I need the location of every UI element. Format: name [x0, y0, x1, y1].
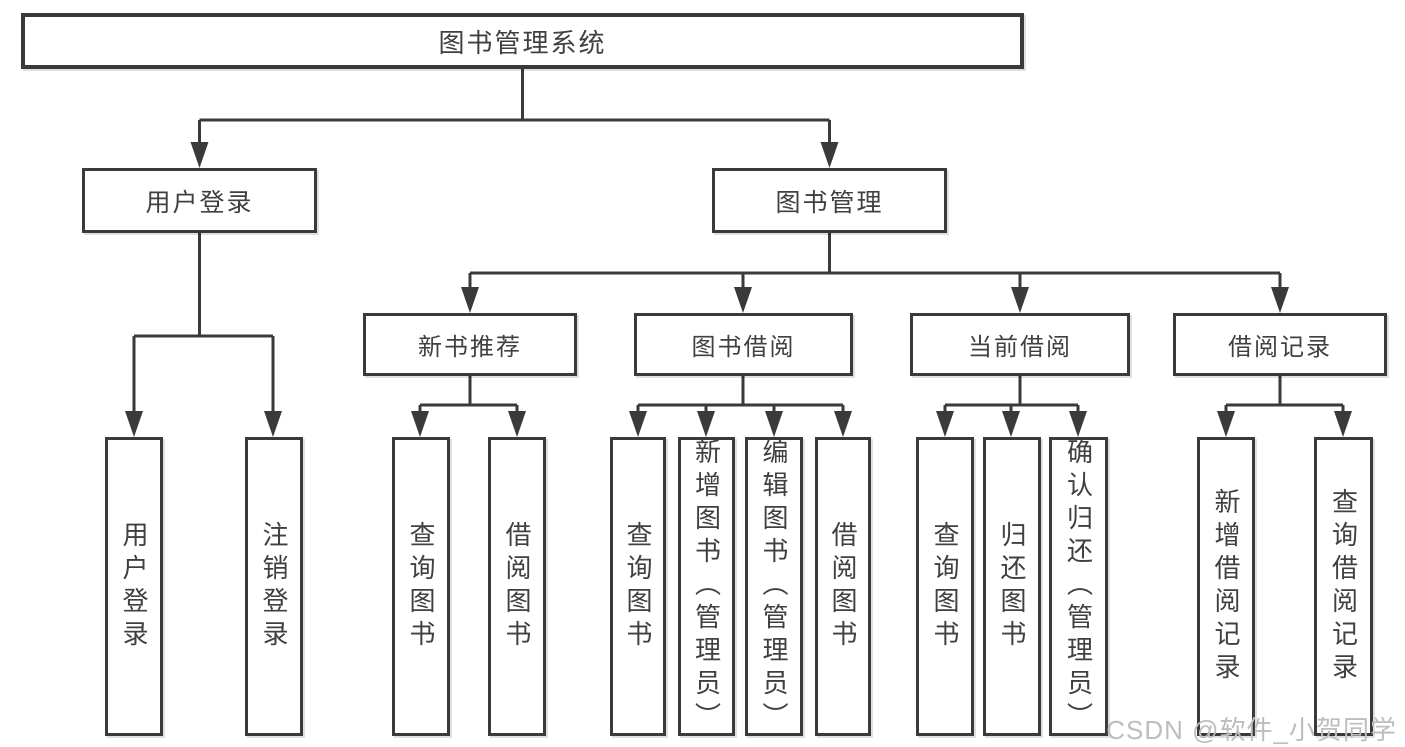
leaf-logout-label: 注销登录 — [259, 520, 289, 653]
leaf-current-confirm-return-admin-label: 确认归还（管理员） — [1063, 438, 1094, 735]
node-book-borrow-label: 图书借阅 — [691, 334, 796, 361]
leaf-user-login-label: 用户登录 — [119, 520, 149, 653]
node-library-system: 图书管理系统 — [21, 13, 1024, 69]
node-borrow-record: 借阅记录 — [1173, 313, 1387, 376]
node-book-management-label: 图书管理 — [775, 188, 884, 217]
arrow-down-icon — [1069, 411, 1087, 437]
arrow-down-icon — [1002, 411, 1020, 437]
leaf-borrow-add-books-admin-label: 新增图书（管理员） — [691, 438, 722, 735]
arrow-down-icon — [697, 411, 715, 437]
arrow-down-icon — [629, 411, 647, 437]
arrow-down-icon — [411, 411, 429, 437]
arrow-down-icon — [190, 142, 209, 168]
node-new-book-recommend-label: 新书推荐 — [418, 334, 522, 361]
leaf-record-query-borrow-record: 查询借阅记录 — [1314, 437, 1373, 736]
leaf-borrow-edit-books-admin: 编辑图书（管理员） — [745, 437, 803, 736]
leaf-newbook-query-books-label: 查询图书 — [406, 520, 436, 653]
leaf-record-add-borrow-record-label: 新增借阅记录 — [1211, 487, 1241, 686]
arrow-down-icon — [765, 411, 783, 437]
connector-line — [1224, 376, 1345, 420]
leaf-borrow-query-books: 查询图书 — [610, 437, 666, 736]
connector-line — [198, 69, 831, 150]
connector-line — [418, 376, 519, 420]
arrow-down-icon — [820, 142, 839, 168]
arrow-down-icon — [508, 411, 526, 437]
arrow-down-icon — [834, 411, 852, 437]
leaf-current-return-books-label: 归还图书 — [997, 520, 1027, 653]
arrow-down-icon — [1271, 287, 1289, 313]
node-book-borrow: 图书借阅 — [634, 313, 853, 376]
leaf-borrow-edit-books-admin-label: 编辑图书（管理员） — [759, 438, 789, 735]
leaf-logout: 注销登录 — [245, 437, 303, 736]
arrow-down-icon — [264, 411, 282, 437]
connector-line — [468, 233, 1282, 295]
arrow-down-icon — [936, 411, 954, 437]
leaf-borrow-query-books-label: 查询图书 — [623, 520, 653, 653]
leaf-borrow-borrow-books: 借阅图书 — [815, 437, 871, 736]
node-user-login-label: 用户登录 — [145, 188, 254, 217]
node-user-login: 用户登录 — [82, 168, 317, 233]
leaf-current-query-books-label: 查询图书 — [930, 520, 960, 653]
leaf-record-add-borrow-record: 新增借阅记录 — [1197, 437, 1255, 736]
node-book-management: 图书管理 — [712, 168, 947, 233]
node-borrow-record-label: 借阅记录 — [1228, 334, 1332, 361]
arrow-down-icon — [1011, 287, 1029, 313]
leaf-current-return-books: 归还图书 — [983, 437, 1041, 736]
arrow-down-icon — [125, 411, 143, 437]
node-library-system-label: 图书管理系统 — [438, 27, 607, 58]
leaf-newbook-query-books: 查询图书 — [392, 437, 450, 736]
leaf-newbook-borrow-books: 借阅图书 — [488, 437, 546, 736]
node-current-borrow: 当前借阅 — [910, 313, 1130, 376]
leaf-current-confirm-return-admin: 确认归还（管理员） — [1049, 437, 1108, 736]
node-current-borrow-label: 当前借阅 — [968, 334, 1072, 361]
leaf-record-query-borrow-record-label: 查询借阅记录 — [1328, 487, 1359, 686]
arrow-down-icon — [1217, 411, 1235, 437]
arrow-down-icon — [734, 287, 752, 313]
leaf-borrow-add-books-admin: 新增图书（管理员） — [678, 437, 735, 736]
connector-line — [636, 376, 845, 420]
csdn-watermark: CSDN @软件_小贺同学 — [1106, 715, 1397, 745]
arrow-down-icon — [461, 287, 479, 313]
leaf-current-query-books: 查询图书 — [916, 437, 974, 736]
leaf-user-login: 用户登录 — [105, 437, 163, 736]
leaf-newbook-borrow-books-label: 借阅图书 — [502, 520, 532, 653]
node-new-book-recommend: 新书推荐 — [363, 313, 577, 376]
leaf-borrow-borrow-books-label: 借阅图书 — [828, 520, 858, 653]
connector-line — [132, 233, 275, 419]
arrow-down-icon — [1334, 411, 1352, 437]
